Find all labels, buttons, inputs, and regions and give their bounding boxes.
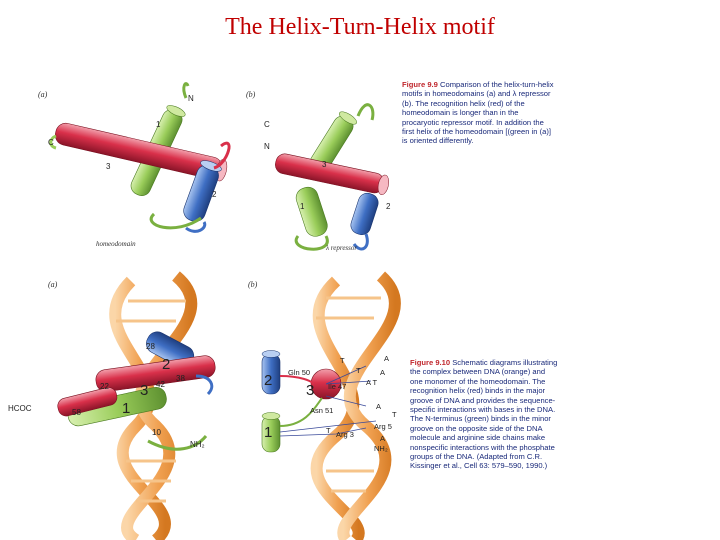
complex-b-helix-1-label: 1 bbox=[264, 424, 273, 441]
lambda-helix-2-label: 2 bbox=[386, 202, 391, 211]
base-a-2: A bbox=[380, 368, 386, 377]
lambda-repressor-caption: λ repressor bbox=[326, 244, 358, 252]
base-a-4: A bbox=[380, 434, 386, 443]
figure-9-10-line-1: Schematic diagrams illustrating bbox=[452, 358, 558, 367]
lambda-helix-3-label: 3 bbox=[322, 160, 327, 169]
figure-9-10-line-5: groove of DNA and provides the sequence- bbox=[410, 395, 556, 405]
top-panel-b-label: (b) bbox=[246, 90, 256, 99]
base-t-2: T bbox=[356, 366, 361, 375]
figure-9-10-line-6: specific interactions with bases in the … bbox=[410, 405, 556, 415]
arg5-label: Arg 5 bbox=[374, 422, 392, 431]
residue-28-label: 28 bbox=[146, 342, 155, 351]
complex-a-n-terminus-label: NH₂ bbox=[190, 440, 205, 449]
homeodomain-n-terminus-label: N bbox=[188, 94, 194, 103]
residue-38-label: 38 bbox=[176, 374, 185, 383]
figure-9-10-line-8: groove on the opposite side of the DNA bbox=[410, 423, 543, 433]
figure-area: (a) (b) N C 1 3 2 C N 3 1 2 homeodomain … bbox=[8, 76, 626, 540]
lambda-c-terminus-label: C bbox=[264, 120, 270, 129]
homeodomain-caption: homeodomain bbox=[96, 240, 136, 248]
figure-9-9-line-3: (b). The recognition helix (red) of the bbox=[402, 98, 525, 108]
figure-9-10-line-10: nonspecific interactions with the phosph… bbox=[410, 442, 555, 452]
c-terminus-label: HCOC bbox=[8, 404, 32, 413]
complex-b-n-terminus-label: NH₂ bbox=[374, 444, 388, 453]
complex-a-helix-2-label: 2 bbox=[162, 356, 171, 373]
lambda-repressor-structure bbox=[275, 103, 389, 251]
figure-9-10-label: Figure 9.10 bbox=[410, 358, 451, 367]
residue-10-label: 10 bbox=[152, 428, 161, 437]
figure-drawing bbox=[49, 82, 401, 540]
lambda-n-terminus-label: N bbox=[264, 142, 270, 151]
slide-title: The Helix-Turn-Helix motif bbox=[225, 14, 495, 40]
figure-9-10-caption: Figure 9.10 Schematic diagrams illustrat… bbox=[410, 358, 626, 471]
gln50-label: Gln 50 bbox=[288, 368, 311, 377]
homeodomain-helix-3-label: 3 bbox=[106, 162, 111, 171]
complex-b-helix-2-label: 2 bbox=[264, 372, 273, 389]
homeodomain-helix-1-label: 1 bbox=[156, 120, 161, 129]
base-at: A T bbox=[366, 378, 378, 387]
figure-9-10-line-12: Kissinger et al., Cell 63: 579–590, 1990… bbox=[410, 461, 548, 471]
complex-a-helix-1-label: 1 bbox=[122, 400, 131, 417]
figure-9-10-line-9: molecule and arginine side chains make bbox=[410, 433, 546, 443]
figure-9-9-line-5: procaryotic repressor motif. In addition… bbox=[402, 117, 544, 127]
residue-58-label: 58 bbox=[72, 408, 81, 417]
base-a-3: A bbox=[376, 402, 382, 411]
figure-9-10-line-7: The N-terminus (green) binds in the mino… bbox=[410, 414, 551, 424]
complex-b-helix-3-label: 3 bbox=[306, 382, 315, 399]
figure-9-9-caption: Figure 9.9 Comparison of the helix-turn-… bbox=[402, 80, 626, 146]
bottom-panel-b-label: (b) bbox=[248, 280, 258, 289]
complex-a-helix-3-label: 3 bbox=[140, 382, 149, 399]
figure-9-9-line-1: Comparison of the helix-turn-helix bbox=[440, 80, 554, 89]
base-t-3: T bbox=[392, 410, 397, 419]
figure-9-10-line-4: recognition helix (red) binds in the maj… bbox=[410, 386, 546, 396]
base-t-4: T bbox=[326, 426, 331, 435]
figure-9-9-line-4: homeodomain is longer than in the bbox=[402, 108, 519, 118]
figure-9-9-label: Figure 9.9 bbox=[402, 80, 438, 89]
lambda-helix-1-label: 1 bbox=[300, 202, 305, 211]
figure-9-9-line-7: is oriented differently. bbox=[402, 136, 474, 146]
residue-22-label: 22 bbox=[100, 382, 109, 391]
base-t-1: T bbox=[340, 356, 345, 365]
figure-9-10-line-3: one monomer of the homeodomain. The bbox=[410, 376, 546, 386]
residue-42-label: 42 bbox=[156, 380, 165, 389]
figure-9-9-line-2: motifs in homeodomains (a) and λ repress… bbox=[402, 89, 551, 99]
dna-complex-a bbox=[57, 271, 216, 540]
base-a-1: A bbox=[384, 354, 390, 363]
arg3-label: Arg 3 bbox=[336, 430, 354, 439]
ile47-label: Ile 47 bbox=[328, 382, 347, 391]
bottom-panel-a-label: (a) bbox=[48, 280, 58, 289]
asn51-label: Asn 51 bbox=[310, 406, 334, 415]
dna-complex-b bbox=[261, 271, 401, 540]
figure-9-10-line-11: groups of the DNA. (Adapted from C.R. bbox=[410, 452, 543, 462]
figure-9-10-line-2: the complex between DNA (orange) and bbox=[410, 367, 546, 377]
homeodomain-structure bbox=[49, 82, 231, 233]
homeodomain-c-terminus-label: C bbox=[48, 138, 54, 147]
top-panel-a-label: (a) bbox=[38, 90, 48, 99]
homeodomain-helix-2-label: 2 bbox=[212, 190, 217, 199]
figure-9-9-line-6: first helix of the homeodomain [(green i… bbox=[402, 127, 551, 137]
